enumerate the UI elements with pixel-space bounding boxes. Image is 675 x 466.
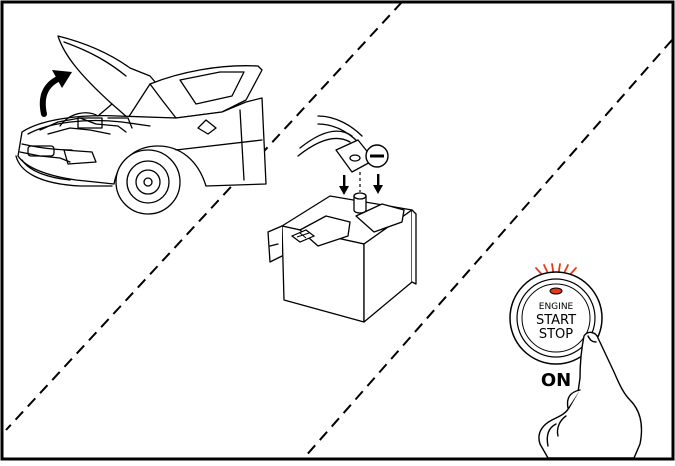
state-label: ON [541, 370, 571, 391]
button-line-engine: ENGINE [539, 302, 574, 312]
indicator-lamp [550, 288, 562, 294]
button-line-start: START [536, 313, 576, 328]
minus-terminal-icon [366, 145, 388, 167]
button-line-stop: STOP [539, 327, 573, 342]
